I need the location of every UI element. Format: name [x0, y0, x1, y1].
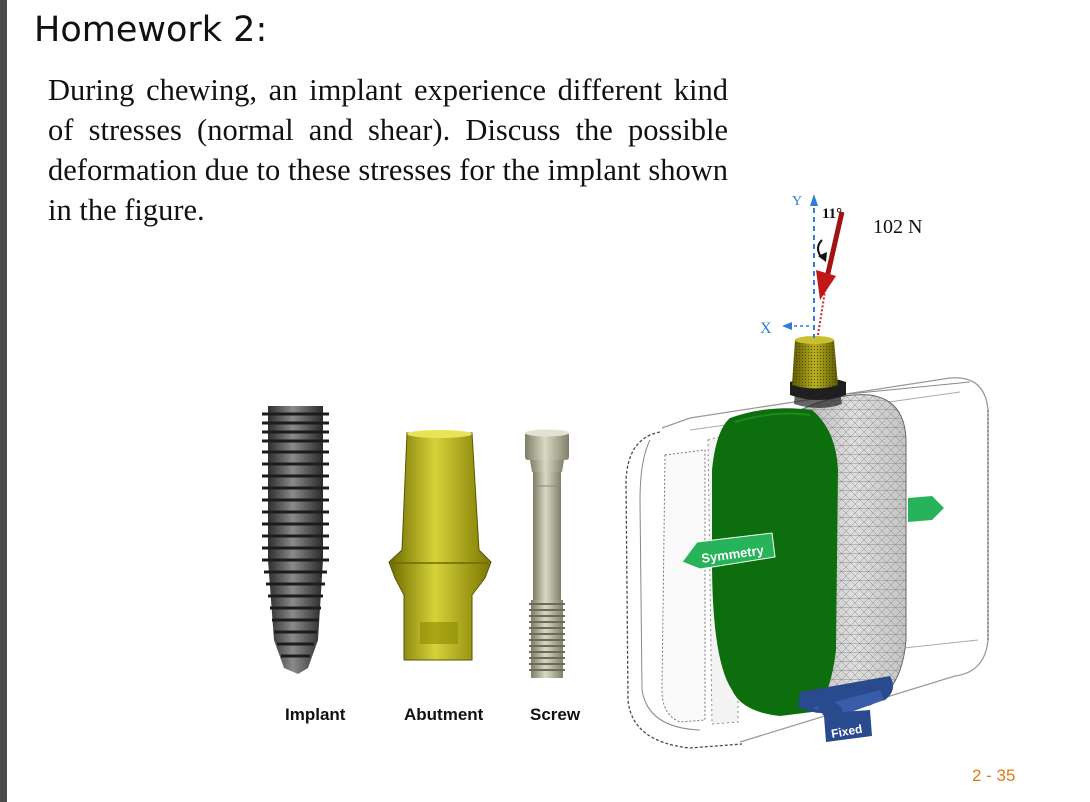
force-magnitude-label: 102 N: [873, 216, 922, 238]
abutment-component: [388, 430, 492, 661]
x-axis-label: X: [760, 320, 772, 337]
implant-label: Implant: [285, 705, 346, 724]
implant-threads: [262, 412, 329, 658]
abutment-label: Abutment: [404, 705, 484, 724]
fixed-label: Fixed: [830, 722, 863, 741]
symmetry-arrow-right: [908, 496, 944, 522]
screw-threads: [529, 603, 565, 671]
force-arrow: 11° 102 N: [816, 206, 922, 336]
fixed-marker: Fixed: [818, 698, 872, 742]
screw-label: Screw: [530, 705, 581, 724]
slide-title: Homework 2:: [34, 10, 268, 50]
page-number: 2 - 35: [972, 766, 1016, 785]
implant-component: [262, 406, 329, 674]
bone-block-model: [625, 377, 989, 749]
slide-left-border: [0, 0, 7, 802]
screw-component: [525, 429, 569, 678]
coordinate-axes: Y X: [760, 194, 818, 338]
model-abutment: [790, 336, 846, 408]
homework-question-text: During chewing, an implant experience di…: [48, 73, 728, 227]
force-angle-label: 11°: [822, 206, 842, 222]
y-axis-label: Y: [792, 194, 802, 209]
symmetry-arrow: Symmetry: [681, 532, 776, 570]
